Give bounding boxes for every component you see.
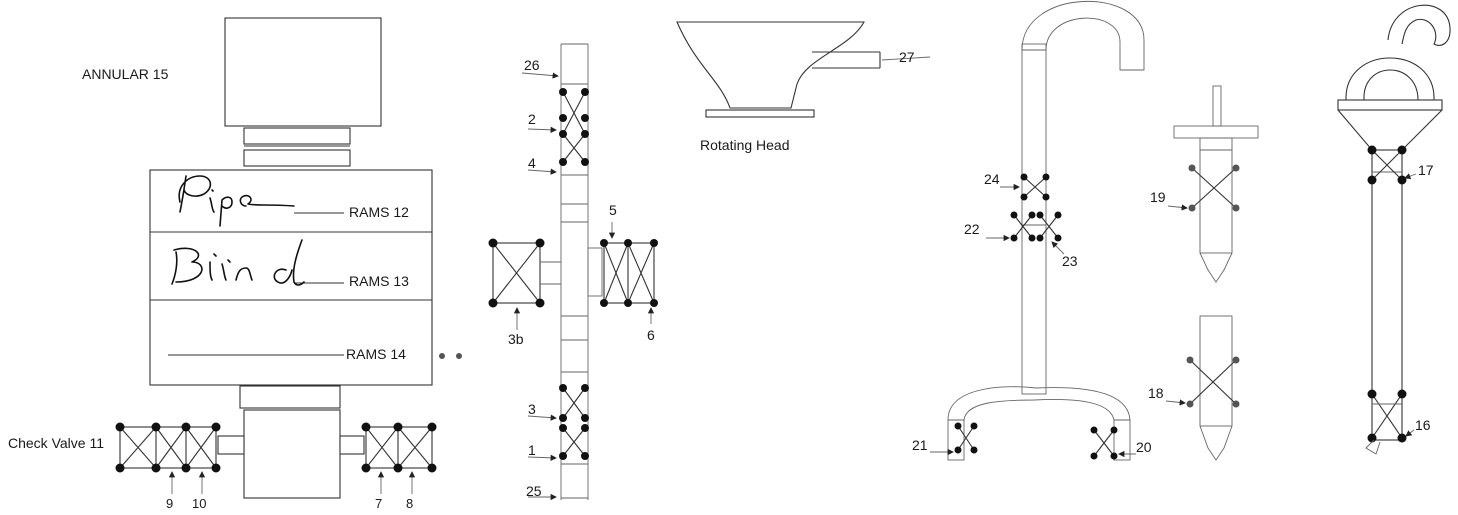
kill-line-right (339, 435, 365, 455)
bop-stack: ANNULAR 15 RAMS 12 RAMS 13 RAMS 14 Check… (8, 17, 462, 511)
handwritten-blind (171, 239, 305, 286)
port-dot (439, 353, 445, 359)
ref-17: 17 (1418, 162, 1434, 178)
label-annular: ANNULAR 15 (82, 66, 169, 82)
ref-2: 2 (528, 111, 536, 127)
ref-21: 21 (912, 437, 928, 453)
ref-4: 4 (528, 155, 536, 171)
ref-5: 5 (609, 202, 617, 218)
rotating-head: 27 Rotating Head (676, 21, 931, 153)
port-dot (456, 353, 462, 359)
lower-spool (239, 385, 341, 409)
ref-19: 19 (1150, 189, 1166, 205)
ref-25: 25 (526, 483, 542, 499)
ref-10: 10 (192, 496, 206, 510)
label-check-valve: Check Valve 11 (8, 435, 104, 451)
label-rams-14: RAMS 14 (346, 346, 406, 362)
ref-7: 7 (375, 496, 382, 510)
ref-16: 16 (1415, 417, 1431, 433)
spool-lower (243, 149, 351, 167)
ref-6: 6 (647, 327, 655, 343)
hook-tool: 17 16 (1337, 4, 1451, 455)
ref-18: 18 (1148, 385, 1164, 401)
label-rams-12: RAMS 12 (349, 204, 409, 220)
ref-1: 1 (528, 442, 536, 458)
label-rotating-head: Rotating Head (700, 137, 790, 153)
label-rams-13: RAMS 13 (349, 273, 409, 289)
handwritten-pipe (178, 175, 295, 227)
tool-18: 18 (1148, 315, 1240, 461)
gooseneck-manifold: 24 22 23 21 20 (912, 1, 1152, 461)
annular-preventer (224, 17, 382, 127)
ref-26: 26 (524, 57, 540, 73)
wellhead-spool (243, 409, 341, 499)
ref-24: 24 (984, 171, 1000, 187)
spool-upper (243, 127, 351, 145)
ref-3b: 3b (508, 331, 524, 347)
center-schematic: 26 2 4 5 3b 6 3 1 25 (488, 43, 658, 501)
ref-8: 8 (406, 496, 413, 510)
choke-line-left (217, 435, 245, 455)
ref-9: 9 (166, 496, 173, 510)
valve-bank-left (115, 422, 221, 473)
ref-23: 23 (1062, 253, 1078, 269)
valve-bank-right (361, 422, 437, 473)
tool-19: 19 (1150, 85, 1259, 283)
ref-27: 27 (899, 49, 915, 65)
ref-22: 22 (964, 221, 980, 237)
ref-20: 20 (1136, 439, 1152, 455)
ref-3: 3 (528, 401, 536, 417)
